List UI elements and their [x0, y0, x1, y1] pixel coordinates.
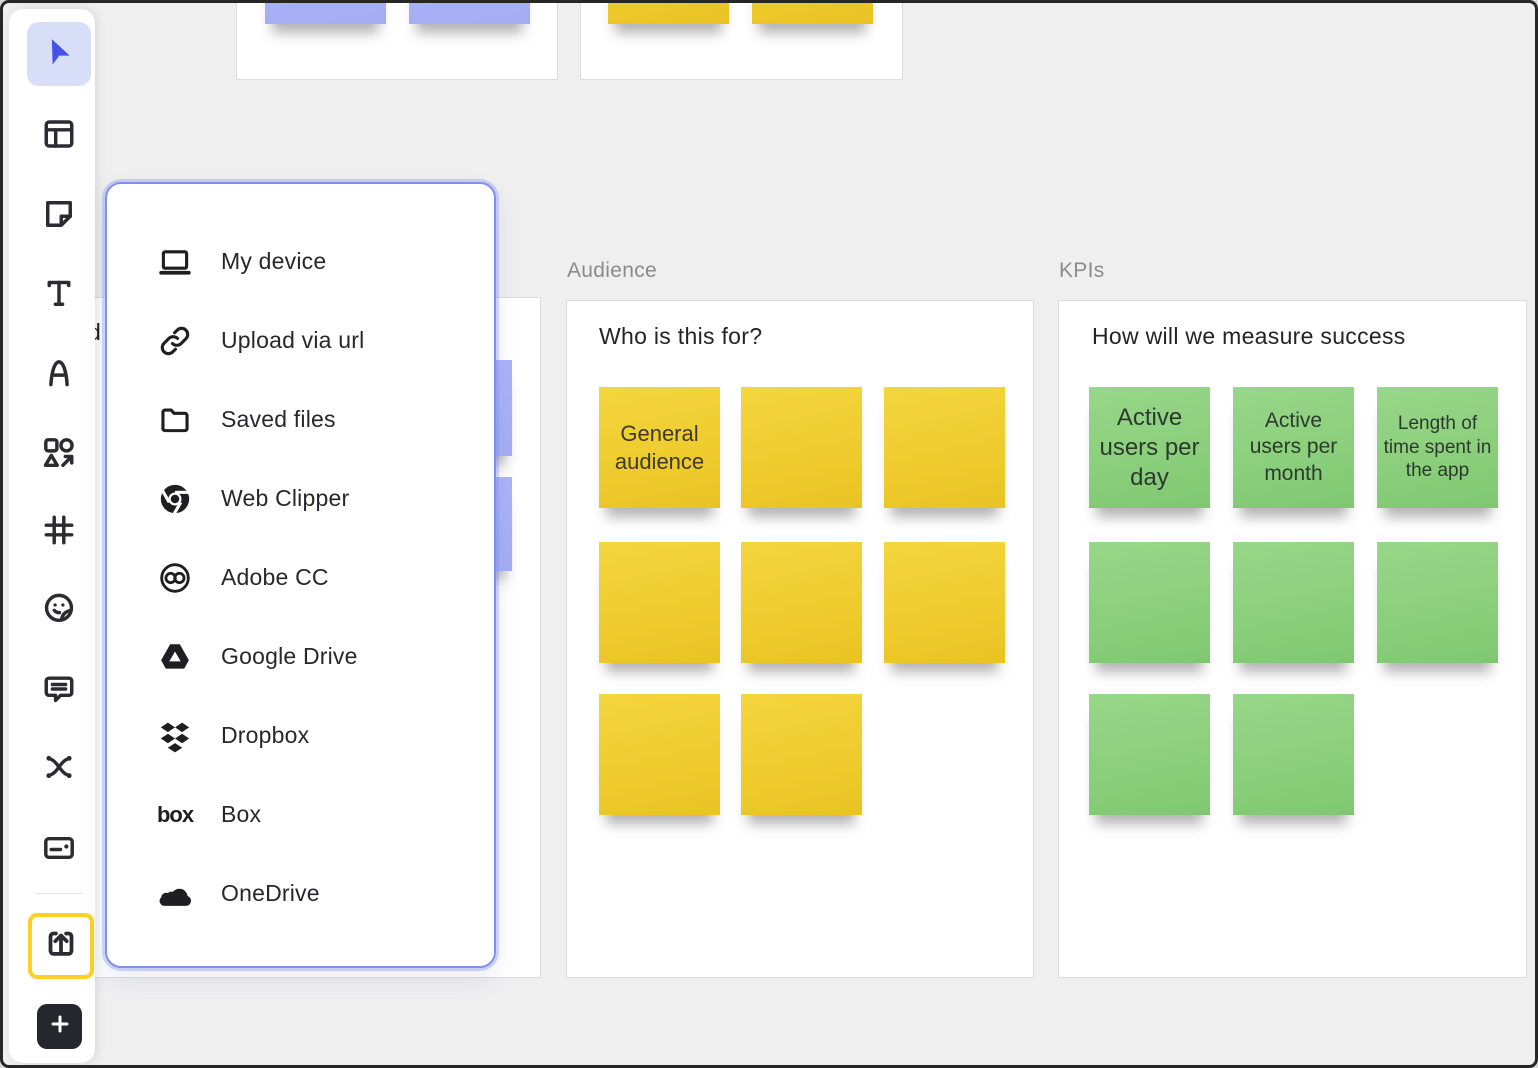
onedrive-icon: [157, 876, 193, 912]
pen-icon: [41, 355, 77, 396]
frame-top-left-partial[interactable]: [236, 3, 558, 80]
menu-item-label: OneDrive: [221, 880, 320, 906]
menu-item-label: Google Drive: [221, 643, 358, 669]
frame-top-right-partial[interactable]: [580, 3, 903, 80]
tool-select-button[interactable]: [27, 22, 91, 86]
sticky-note-active-users-day[interactable]: Active users per day: [1089, 387, 1210, 508]
dropbox-icon: [157, 718, 193, 754]
frame-kpis[interactable]: How will we measure success Active users…: [1058, 300, 1527, 978]
comment-icon: [41, 671, 77, 712]
sticky-note-time-spent[interactable]: Length of time spent in the app: [1377, 387, 1498, 508]
folder-icon: [157, 402, 193, 438]
sticky-note[interactable]: [741, 694, 862, 815]
tool-connector-button[interactable]: [27, 737, 91, 801]
sticky-note[interactable]: [1377, 542, 1498, 663]
sticky-note[interactable]: [884, 387, 1005, 508]
upload-menu: My device Upload via url Saved files Web…: [105, 182, 496, 968]
tool-comment-button[interactable]: [27, 659, 91, 723]
sticky-note[interactable]: [409, 3, 530, 24]
menu-item-upload-via-url[interactable]: Upload via url: [107, 301, 494, 380]
sticky-note[interactable]: [741, 542, 862, 663]
tool-card-button[interactable]: [27, 818, 91, 882]
link-icon: [157, 323, 193, 359]
sticky-note[interactable]: [1233, 542, 1354, 663]
sticker-icon: [41, 590, 77, 631]
menu-item-label: My device: [221, 248, 327, 274]
tool-frame-button[interactable]: [27, 500, 91, 564]
menu-item-google-drive[interactable]: Google Drive: [107, 617, 494, 696]
sticky-note-general-audience[interactable]: General audience: [599, 387, 720, 508]
adobe-cc-icon: [157, 560, 193, 596]
sticky-note[interactable]: [741, 387, 862, 508]
sticky-note[interactable]: [752, 3, 873, 24]
sticky-note[interactable]: [608, 3, 729, 24]
frame-icon: [41, 512, 77, 553]
tool-sticky-note-button[interactable]: [27, 184, 91, 248]
upload-icon: [43, 926, 79, 967]
toolbar: [9, 9, 95, 1063]
templates-icon: [41, 116, 77, 157]
laptop-icon: [157, 244, 193, 280]
tool-pen-button[interactable]: [27, 343, 91, 407]
menu-item-web-clipper[interactable]: Web Clipper: [107, 459, 494, 538]
toolbar-divider: [35, 893, 83, 894]
frame-question-kpis[interactable]: How will we measure success: [1092, 323, 1406, 349]
menu-item-saved-files[interactable]: Saved files: [107, 380, 494, 459]
shapes-icon: [41, 435, 77, 476]
menu-item-label: Dropbox: [221, 722, 310, 748]
tool-text-button[interactable]: [27, 263, 91, 327]
card-icon: [41, 830, 77, 871]
frame-title-kpis[interactable]: KPIs: [1059, 259, 1105, 282]
menu-item-onedrive[interactable]: OneDrive: [107, 854, 494, 933]
tool-upload-button[interactable]: [28, 913, 94, 979]
frame-question-audience[interactable]: Who is this for?: [599, 323, 763, 349]
menu-item-dropbox[interactable]: Dropbox: [107, 696, 494, 775]
frame-title-audience[interactable]: Audience: [567, 259, 657, 282]
google-drive-icon: [157, 639, 193, 675]
menu-item-box[interactable]: box Box: [107, 775, 494, 854]
menu-item-label: Upload via url: [221, 327, 365, 353]
menu-item-label: Web Clipper: [221, 485, 350, 511]
cursor-icon: [42, 35, 76, 74]
sticky-note[interactable]: [599, 694, 720, 815]
sticky-note[interactable]: [265, 3, 386, 24]
connector-icon: [41, 749, 77, 790]
sticky-note[interactable]: [599, 542, 720, 663]
menu-item-label: Box: [221, 801, 262, 827]
menu-item-adobe-cc[interactable]: Adobe CC: [107, 538, 494, 617]
tool-sticker-button[interactable]: [27, 578, 91, 642]
menu-item-label: Adobe CC: [221, 564, 329, 590]
add-tools-button[interactable]: [37, 1004, 82, 1049]
tool-shapes-button[interactable]: [27, 423, 91, 487]
menu-item-label: Saved files: [221, 406, 336, 432]
tool-templates-button[interactable]: [27, 104, 91, 168]
sticky-note-icon: [41, 196, 77, 237]
chrome-icon: [157, 481, 193, 517]
frame-audience[interactable]: Who is this for? General audience: [566, 300, 1034, 978]
sticky-note[interactable]: [1089, 542, 1210, 663]
box-icon: box: [156, 801, 194, 827]
sticky-note[interactable]: [1089, 694, 1210, 815]
text-icon: [41, 275, 77, 316]
plus-icon: [48, 1012, 72, 1041]
sticky-note[interactable]: [884, 542, 1005, 663]
sticky-note[interactable]: [1233, 694, 1354, 815]
menu-item-my-device[interactable]: My device: [107, 222, 494, 301]
sticky-note-active-users-month[interactable]: Active users per month: [1233, 387, 1354, 508]
